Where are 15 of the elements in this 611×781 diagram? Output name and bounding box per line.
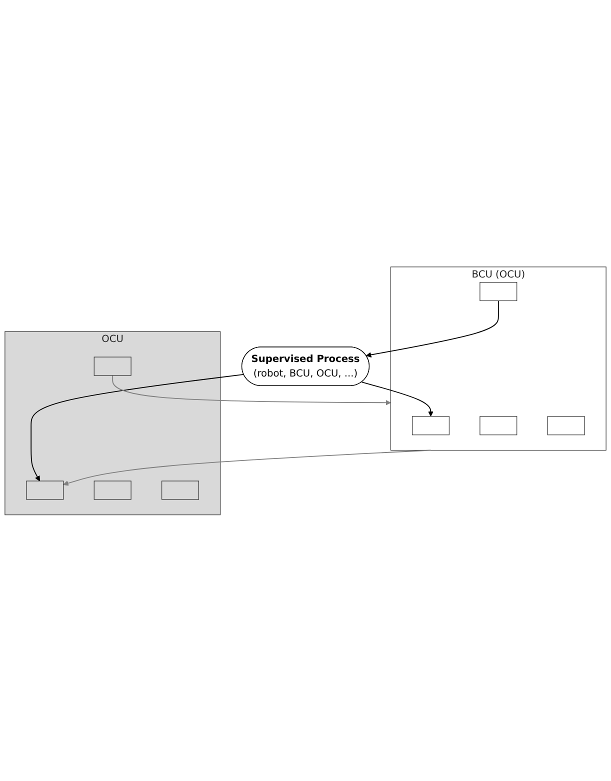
- node-box: [26, 480, 64, 500]
- node-box: [547, 416, 585, 435]
- node-box: [162, 480, 200, 500]
- node-box: [94, 480, 132, 500]
- node-box: [94, 356, 132, 376]
- arrow: [366, 300, 499, 358]
- arrow: [361, 381, 434, 416]
- arrow: [112, 374, 391, 405]
- arrow: [30, 374, 244, 481]
- node-box: [480, 282, 518, 301]
- arrow: [63, 449, 432, 486]
- cluster: OCU: [4, 330, 221, 515]
- node-box: [412, 416, 450, 435]
- node-box: [480, 416, 518, 435]
- cluster: BCU (OCU): [390, 266, 606, 450]
